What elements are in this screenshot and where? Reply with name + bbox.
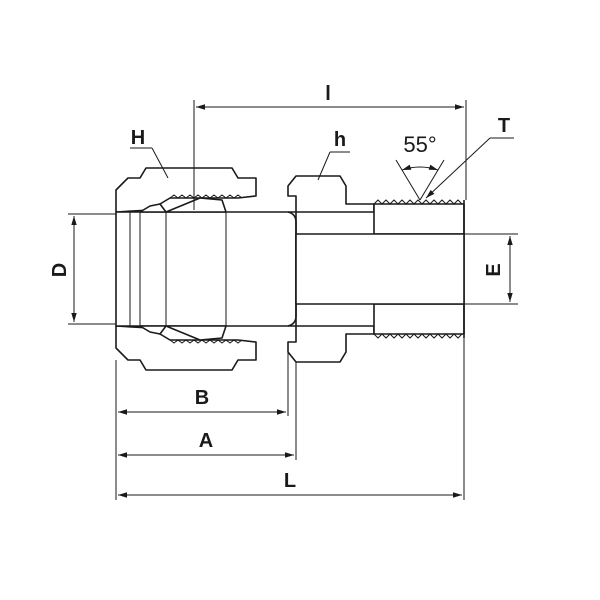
body-hex-bottom <box>287 325 375 363</box>
label-h: h <box>334 129 346 151</box>
labels: l H h 55° T D E B A L <box>49 83 510 492</box>
label-A: A <box>199 430 213 452</box>
dimension-lines <box>68 100 518 500</box>
label-B: B <box>195 387 209 409</box>
inner-sleeve <box>115 211 297 327</box>
label-E: E <box>483 263 505 276</box>
label-H: H <box>131 127 145 149</box>
label-l: l <box>325 83 331 105</box>
body-hex-top <box>287 175 375 213</box>
nut-thread-bottom <box>169 339 243 344</box>
label-L: L <box>284 470 296 492</box>
male-thread-top <box>373 199 463 205</box>
threaded-end-top <box>373 203 465 235</box>
fitting-body <box>115 167 465 371</box>
nut-thread-top <box>169 194 243 199</box>
label-T: T <box>498 115 510 137</box>
leader-lines <box>130 137 514 201</box>
threaded-end-bottom <box>373 303 465 335</box>
male-thread-bottom <box>373 333 463 339</box>
tube-bore <box>295 233 465 305</box>
ferrule-top <box>139 197 227 213</box>
label-thread-angle: 55° <box>403 132 436 157</box>
label-D: D <box>49 263 71 277</box>
ferrule-bottom <box>139 325 227 341</box>
